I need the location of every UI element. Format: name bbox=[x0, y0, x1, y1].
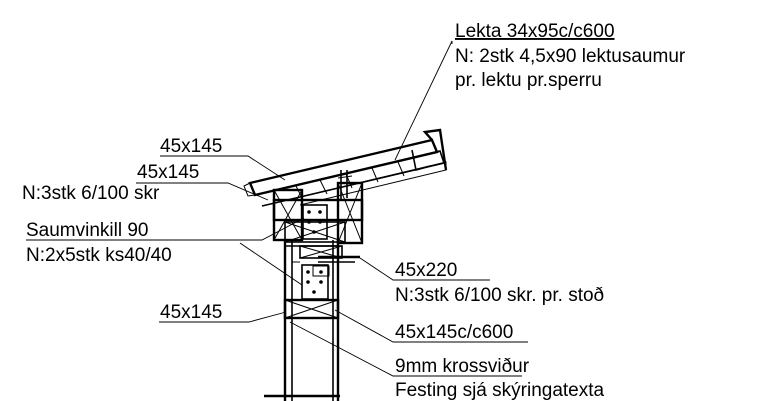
beam-45x220 bbox=[299, 245, 360, 263]
lekta-note-line2: pr. lektu pr.sperru bbox=[455, 70, 602, 91]
angle-bracket-label: Saumvinkill 90 bbox=[26, 220, 149, 241]
rafter-top-label: 45x145 bbox=[160, 136, 222, 157]
wall-posts bbox=[264, 240, 340, 401]
angle-bracket-nail-label: N:2x5stk ks40/40 bbox=[26, 245, 172, 266]
annotation-labels: Lekta 34x95c/c600 N: 2stk 4,5x90 lektusa… bbox=[22, 21, 686, 401]
rafter-second-label: 45x145 bbox=[137, 162, 199, 183]
leader-lines bbox=[26, 40, 528, 377]
post-left-label: 45x145 bbox=[160, 302, 222, 323]
beam-nail-label: N:3stk 6/100 skr. pr. stoð bbox=[395, 285, 604, 306]
fastening-label: Festing sjá skýringatexta bbox=[395, 380, 605, 401]
stud-label: 45x145c/c600 bbox=[395, 322, 513, 343]
plywood-label: 9mm krossviður bbox=[395, 356, 530, 377]
angle-bracket-upper bbox=[302, 204, 328, 240]
beam-label: 45x220 bbox=[395, 260, 457, 281]
angle-bracket-lower bbox=[301, 264, 330, 300]
lekta-title-label: Lekta 34x95c/c600 bbox=[455, 21, 615, 42]
rafter-nail-label: N:3stk 6/100 skr bbox=[22, 183, 160, 204]
lekta-note-line1: N: 2stk 4,5x90 lektusaumur bbox=[455, 46, 686, 67]
